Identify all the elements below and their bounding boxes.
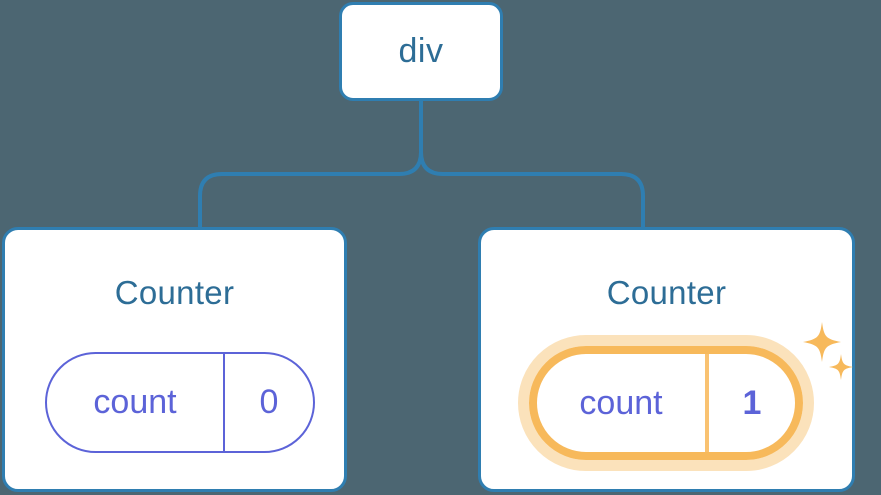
state-pill-count-right[interactable]: count 1	[518, 335, 814, 471]
edge-root-to-counter-left	[198, 150, 423, 229]
card-counter-right-title: Counter	[606, 274, 727, 311]
node-div[interactable]: div	[339, 2, 503, 101]
node-div-label: div	[398, 32, 444, 70]
sparkle-small-icon	[829, 354, 853, 380]
state-pill-key: count	[537, 354, 709, 452]
state-pill-value: 0	[259, 383, 279, 421]
state-pill-value: 1	[742, 383, 762, 422]
sparkle-large-icon	[803, 322, 841, 362]
state-pill-key: count	[47, 354, 225, 451]
sparkle-group	[803, 322, 853, 380]
state-pill-count-left[interactable]: count 0	[45, 352, 315, 453]
card-counter-left-title: Counter	[114, 274, 235, 311]
state-pill-highlight-glow	[518, 335, 814, 471]
state-pill-highlight-ring: count 1	[529, 346, 803, 460]
edge-root-to-counter-right	[419, 150, 645, 229]
card-counter-right[interactable]: Counter count 1	[478, 227, 855, 492]
card-counter-left[interactable]: Counter count 0	[2, 227, 347, 492]
